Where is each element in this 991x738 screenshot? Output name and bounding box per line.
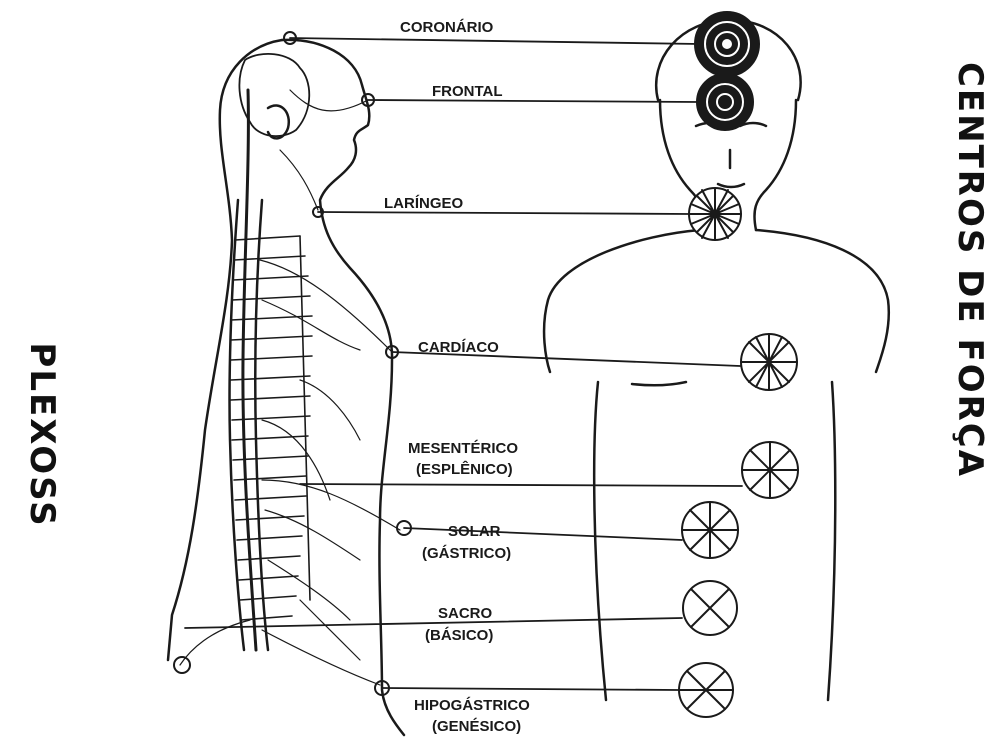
label-mesenterico: MESENTÉRICO <box>408 440 518 457</box>
chakra-mesenterico <box>742 442 798 498</box>
chakra-sacro <box>683 581 737 635</box>
label-laringeo: LARÍNGEO <box>384 195 464 212</box>
label-frontal: FRONTAL <box>432 83 503 100</box>
chakra-laringeo <box>689 188 741 240</box>
label-solar: SOLAR <box>448 523 501 540</box>
label-basico: (BÁSICO) <box>425 627 493 644</box>
label-sacro: SACRO <box>438 605 493 622</box>
chakra-solar <box>682 502 738 558</box>
chakra-hipogastrico <box>679 663 733 717</box>
label-esplenico: (ESPLÊNICO) <box>416 460 513 478</box>
label-hipogastrico: HIPOGÁSTRICO <box>414 697 530 714</box>
label-genesico: (GENÉSICO) <box>432 718 521 735</box>
chakra-frontal <box>697 74 753 130</box>
label-cardiaco: CARDÍACO <box>418 339 499 356</box>
label-gastrico: (GÁSTRICO) <box>422 545 511 562</box>
chakra-labels: CORONÁRIO FRONTAL LARÍNGEO CARDÍACO MESE… <box>384 19 530 735</box>
chakra-coronario <box>695 12 759 76</box>
chakra-cardiaco <box>741 334 797 390</box>
label-coronario: CORONÁRIO <box>400 19 494 36</box>
side-body-figure <box>168 32 411 735</box>
